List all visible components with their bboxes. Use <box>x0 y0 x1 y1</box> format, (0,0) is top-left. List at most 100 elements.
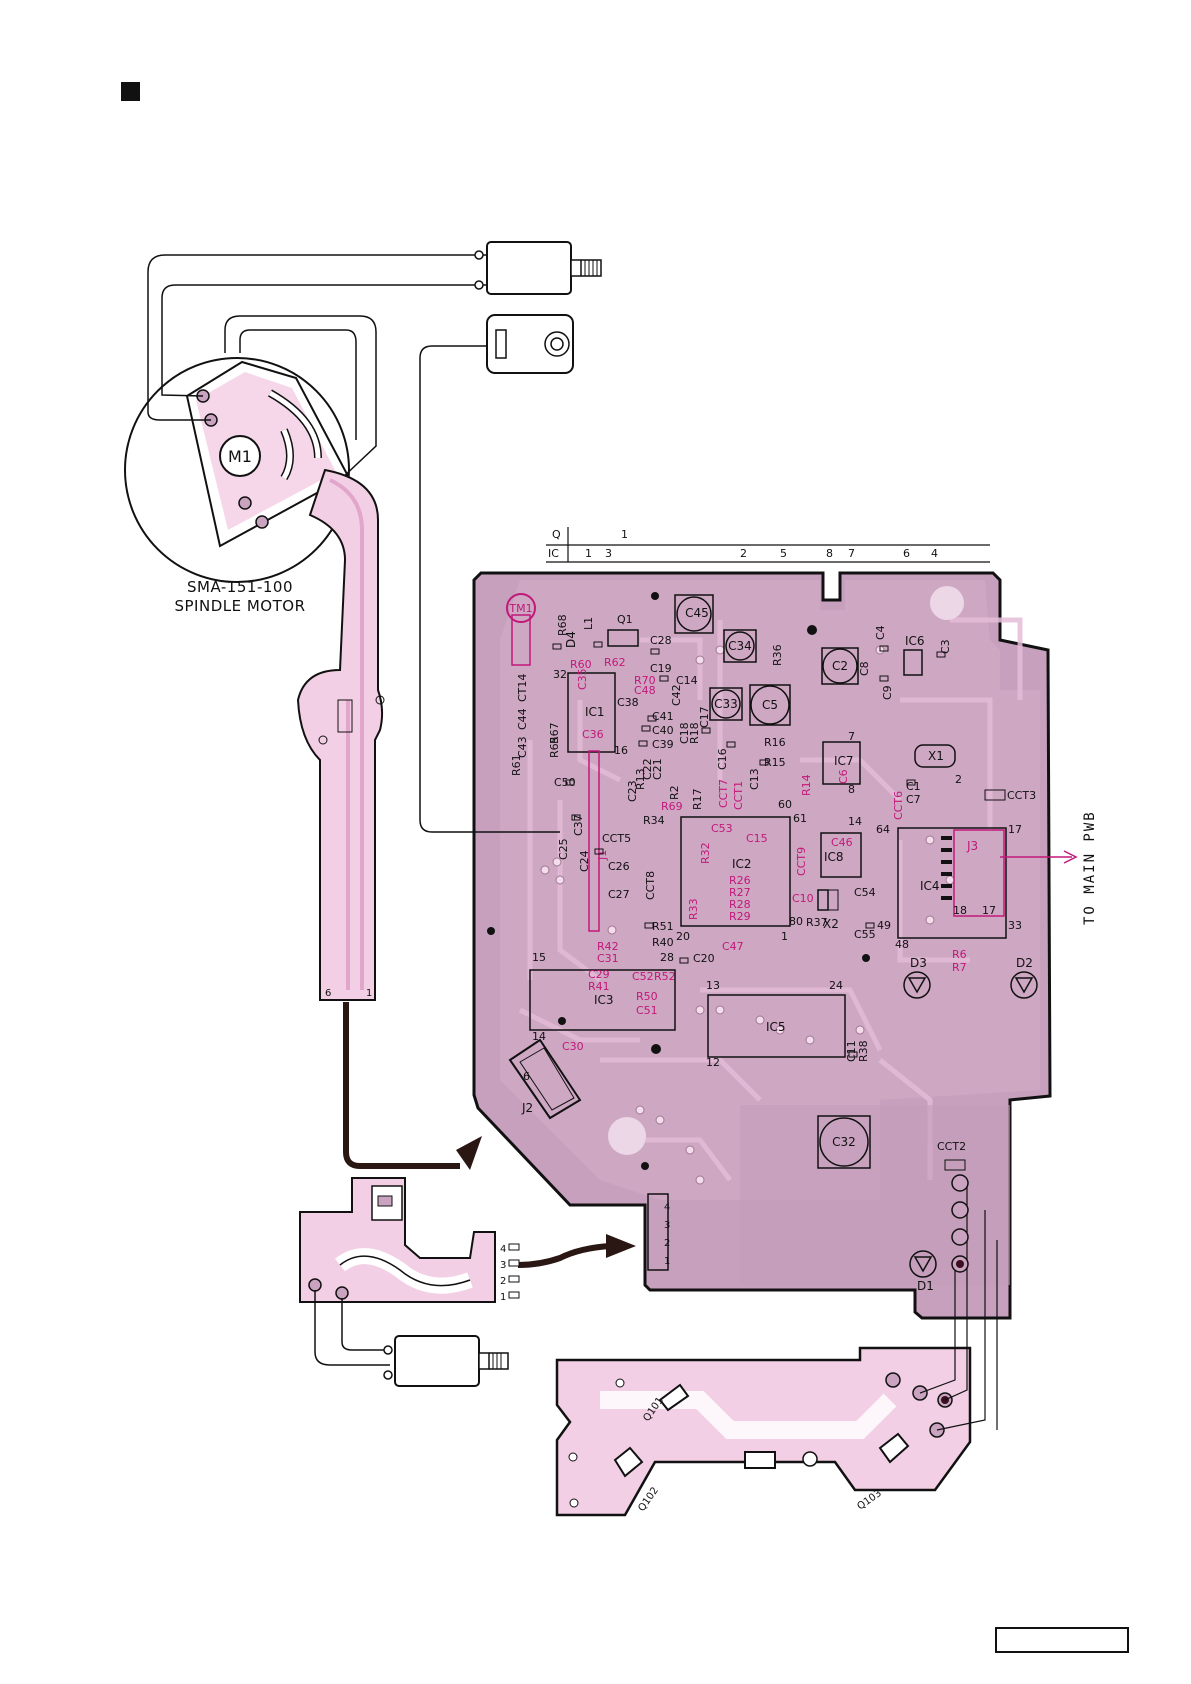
svg-text:60: 60 <box>778 798 792 811</box>
svg-text:C37: C37 <box>572 814 585 836</box>
svg-text:C39: C39 <box>652 738 674 751</box>
svg-text:1: 1 <box>585 547 592 560</box>
diode-labels: D1 D2 D3 D4 <box>564 631 1033 1293</box>
svg-text:15: 15 <box>532 951 546 964</box>
to-main-pwb-label: TO MAIN PWB <box>1082 810 1098 925</box>
svg-text:C35: C35 <box>576 668 589 690</box>
svg-text:80: 80 <box>789 915 803 928</box>
pin-numbers: 32 16 80 61 20 1 60 64 17 48 49 33 15 14… <box>523 668 1022 1083</box>
small-footprints <box>552 641 1006 1171</box>
ic3-label: IC3 <box>594 993 614 1007</box>
svg-text:C25: C25 <box>557 838 570 860</box>
svg-text:C6: C6 <box>837 769 850 784</box>
connector-j3: J3 <box>941 829 1005 917</box>
svg-text:R33: R33 <box>687 898 700 920</box>
svg-text:17: 17 <box>982 904 996 917</box>
svg-text:R69: R69 <box>661 800 683 813</box>
pickup-module <box>419 314 574 833</box>
arrow-to-connector-icon <box>606 1234 636 1258</box>
motor-wires <box>147 254 487 481</box>
svg-text:C4: C4 <box>874 625 887 640</box>
page-number-box <box>995 1627 1129 1653</box>
svg-text:CCT9: CCT9 <box>795 847 808 876</box>
svg-text:C53: C53 <box>711 822 733 835</box>
svg-text:R67: R67 <box>548 722 561 744</box>
svg-text:R42: R42 <box>597 940 619 953</box>
svg-text:61: 61 <box>793 812 807 825</box>
svg-text:D2: D2 <box>1016 956 1033 970</box>
svg-text:Q103: Q103 <box>855 1488 883 1512</box>
svg-text:49: 49 <box>877 919 891 932</box>
svg-text:1: 1 <box>664 1256 670 1267</box>
svg-text:C36: C36 <box>582 728 604 741</box>
ic4-label: IC4 <box>920 879 940 893</box>
cap-c45-label: C45 <box>685 606 709 620</box>
svg-text:C1: C1 <box>906 780 921 793</box>
spindle-motor-name: SPINDLE MOTOR <box>174 597 306 615</box>
svg-text:C31: C31 <box>597 952 619 965</box>
svg-text:C48: C48 <box>634 684 656 697</box>
svg-text:C26: C26 <box>608 860 630 873</box>
index-table: Q IC 1 1 3 2 5 8 7 6 4 <box>546 527 990 563</box>
connector-j2: J2 <box>508 1038 582 1120</box>
mounting-holes <box>487 586 964 1170</box>
svg-text:Q1: Q1 <box>617 613 633 626</box>
svg-text:R38: R38 <box>857 1040 870 1062</box>
svg-text:C46: C46 <box>831 836 853 849</box>
main-board <box>472 571 1052 1320</box>
svg-text:2: 2 <box>500 1276 506 1287</box>
svg-text:C14: C14 <box>676 674 698 687</box>
svg-text:R41: R41 <box>588 980 610 993</box>
svg-text:R65: R65 <box>548 736 561 758</box>
svg-text:CCT2: CCT2 <box>937 1140 966 1153</box>
svg-text:C15: C15 <box>746 832 768 845</box>
arrow-to-board-icon <box>456 1136 482 1170</box>
index-row-q: Q <box>552 528 561 541</box>
svg-text:R27: R27 <box>729 886 751 899</box>
svg-text:4: 4 <box>931 547 938 560</box>
svg-text:3: 3 <box>500 1260 506 1271</box>
svg-text:C54: C54 <box>854 886 876 899</box>
svg-text:C17: C17 <box>698 706 711 728</box>
svg-text:CCT8: CCT8 <box>644 871 657 900</box>
connector-j1: J1 <box>588 750 609 932</box>
svg-text:24: 24 <box>829 979 843 992</box>
sled-motor <box>474 241 602 295</box>
svg-text:5: 5 <box>780 547 787 560</box>
svg-text:2: 2 <box>664 1238 670 1249</box>
cap-c33-label: C33 <box>714 697 738 711</box>
svg-text:R68: R68 <box>556 614 569 636</box>
crystal-x1: X1 <box>928 749 944 763</box>
svg-text:C42: C42 <box>670 684 683 706</box>
svg-text:D3: D3 <box>910 956 927 970</box>
svg-text:C8: C8 <box>858 661 871 676</box>
ic-labels: IC1 IC2 IC3 IC4 IC5 IC6 IC7 IC8 <box>585 634 940 1034</box>
spindle-motor-caption: SMA-151-100 SPINDLE MOTOR <box>160 578 320 616</box>
cap-c32-label: C32 <box>832 1135 856 1149</box>
svg-text:3: 3 <box>664 1220 670 1231</box>
svg-text:R62: R62 <box>604 656 626 669</box>
svg-text:C16: C16 <box>716 748 729 770</box>
svg-text:48: 48 <box>895 938 909 951</box>
svg-text:17: 17 <box>1008 823 1022 836</box>
board-connector: 4 3 2 1 <box>647 1193 670 1271</box>
svg-text:R13: R13 <box>634 768 647 790</box>
svg-text:2: 2 <box>740 547 747 560</box>
svg-text:33: 33 <box>1008 919 1022 932</box>
svg-text:C47: C47 <box>722 940 744 953</box>
svg-text:28: 28 <box>660 951 674 964</box>
svg-text:CCT1: CCT1 <box>732 781 745 810</box>
svg-text:C52: C52 <box>632 970 654 983</box>
board-pads <box>951 1174 969 1273</box>
svg-text:R15: R15 <box>764 756 786 769</box>
large-capacitors <box>674 594 871 1169</box>
svg-text:C13: C13 <box>748 768 761 790</box>
svg-text:3: 3 <box>605 547 612 560</box>
led-board: Q101 Q102 Q103 <box>555 1346 972 1517</box>
svg-text:C41: C41 <box>652 710 674 723</box>
svg-text:C22: C22 <box>641 758 654 780</box>
cap-c5-label: C5 <box>762 698 778 712</box>
svg-text:8: 8 <box>848 783 855 796</box>
svg-text:18: 18 <box>953 904 967 917</box>
svg-text:4: 4 <box>500 1244 506 1255</box>
